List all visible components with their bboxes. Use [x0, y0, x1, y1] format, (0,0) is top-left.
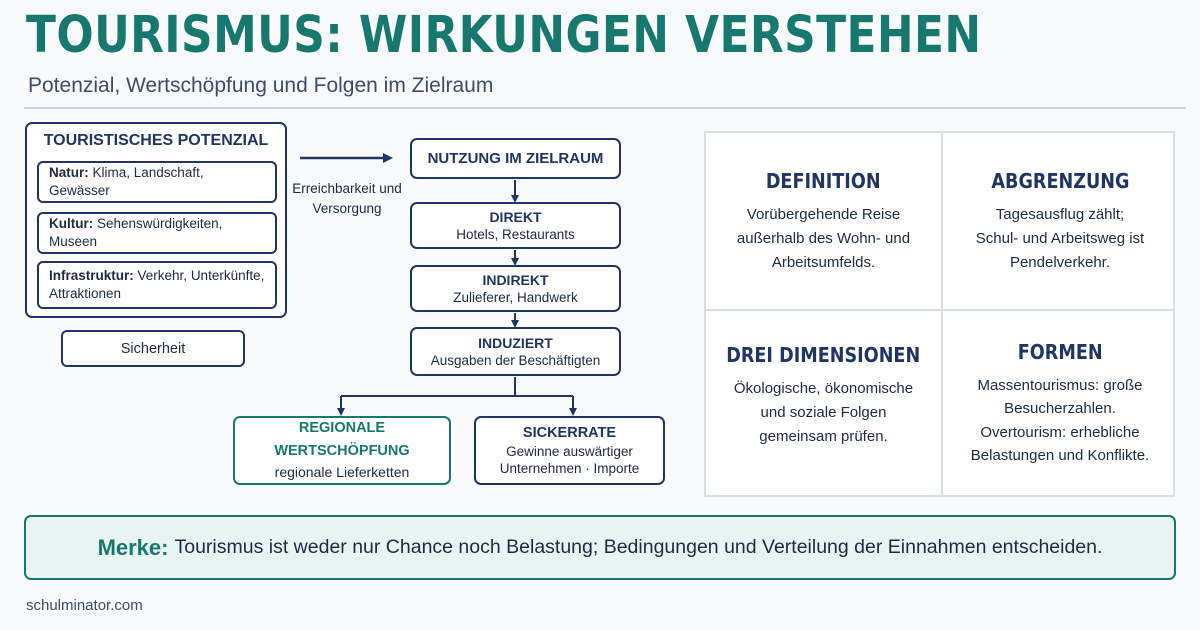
flow-step-text: Hotels, Restaurants [456, 226, 575, 242]
outcome-heading: SICKERRATE [522, 424, 617, 441]
potential-item-text: Verkehr, Unterkünfte, Attraktionen [49, 267, 265, 301]
grid-divider [706, 309, 1173, 311]
potential-item-infrastructure: Infrastruktur: Verkehr, Unterkünfte, Att… [37, 261, 277, 309]
page-subtitle: Potenzial, Wertschöpfung und Folgen im Z… [28, 74, 494, 97]
potential-item-label: Infrastruktur: [49, 267, 134, 283]
key-takeaway-banner: Merke: Tourismus ist weder nur Chance no… [24, 515, 1176, 580]
outcome-text: regionale Lieferketten [274, 464, 410, 481]
safety-box: Sicherheit [61, 330, 245, 367]
card-heading: FORMEN [1017, 340, 1103, 364]
outcome-leakage: SICKERRATE Gewinne auswärtiger Unternehm… [474, 416, 665, 485]
info-card-grid: DEFINITION Vorübergehende Reise außerhal… [704, 131, 1175, 497]
takeaway-label: Merke: [97, 534, 169, 560]
potential-item-label: Kultur: [49, 215, 94, 231]
potential-heading: TOURISTISCHES POTENZIAL [43, 132, 269, 149]
flow-step-heading: INDIREKT [482, 271, 549, 288]
flow-step-text: Ausgaben der Beschäftigten [430, 352, 601, 368]
usage-box: NUTZUNG IM ZIELRAUM [410, 138, 621, 179]
footer-credit: schulminator.com [26, 597, 143, 614]
induced-split-connector [341, 377, 573, 397]
card-heading: DREI DIMENSIONEN [726, 343, 921, 367]
flow-step-text: Zulieferer, Handwerk [453, 289, 578, 305]
card-forms: FORMEN Massentourismus: große Besucherza… [943, 340, 1177, 467]
card-text: Tagesausflug zählt; Schul- und Arbeitswe… [975, 206, 1145, 271]
flow-step-direct: DIREKT Hotels, Restaurants [410, 202, 621, 249]
header-divider [24, 107, 1186, 109]
connector-label: Erreichbarkeit und Versorgung [292, 181, 402, 217]
card-definition: DEFINITION Vorübergehende Reise außerhal… [706, 169, 941, 275]
card-text: Massentourismus: große Besucherzahlen. O… [970, 377, 1150, 464]
page-title: TOURISMUS: WIRKUNGEN VERSTEHEN [26, 6, 982, 65]
outcome-text: Gewinne auswärtiger Unternehmen · Import… [499, 443, 640, 476]
outcome-regional-value: REGIONALE WERTSCHÖPFUNG regionale Liefer… [233, 416, 451, 485]
card-heading: ABGRENZUNG [990, 169, 1130, 193]
potential-item-culture: Kultur: Sehenswürdigkeiten, Museen [37, 212, 277, 254]
card-delimitation: ABGRENZUNG Tagesausflug zählt; Schul- un… [943, 169, 1177, 275]
potential-item-text: Klima, Landschaft, Gewässer [49, 164, 204, 198]
flow-step-indirect: INDIREKT Zulieferer, Handwerk [410, 265, 621, 312]
potential-item-text: Sehenswürdigkeiten, Museen [49, 215, 223, 249]
potential-item-label: Natur: [49, 164, 89, 180]
flow-step-heading: INDUZIERT [478, 334, 553, 351]
takeaway-text: Tourismus ist weder nur Chance noch Bela… [174, 536, 1103, 558]
outcome-heading: REGIONALE WERTSCHÖPFUNG [274, 420, 410, 459]
flow-step-heading: DIREKT [489, 208, 542, 225]
card-text: Vorübergehende Reise außerhalb des Wohn-… [736, 206, 911, 271]
card-heading: DEFINITION [766, 169, 881, 193]
card-text: Ökologische, ökonomische und soziale Fol… [733, 380, 914, 445]
card-three-dimensions: DREI DIMENSIONEN Ökologische, ökonomisch… [706, 343, 941, 449]
potential-panel: TOURISTISCHES POTENZIAL Natur: Klima, La… [25, 122, 287, 318]
potential-item-nature: Natur: Klima, Landschaft, Gewässer [37, 161, 277, 203]
flow-step-induced: INDUZIERT Ausgaben der Beschäftigten [410, 327, 621, 376]
grid-divider [941, 133, 943, 495]
